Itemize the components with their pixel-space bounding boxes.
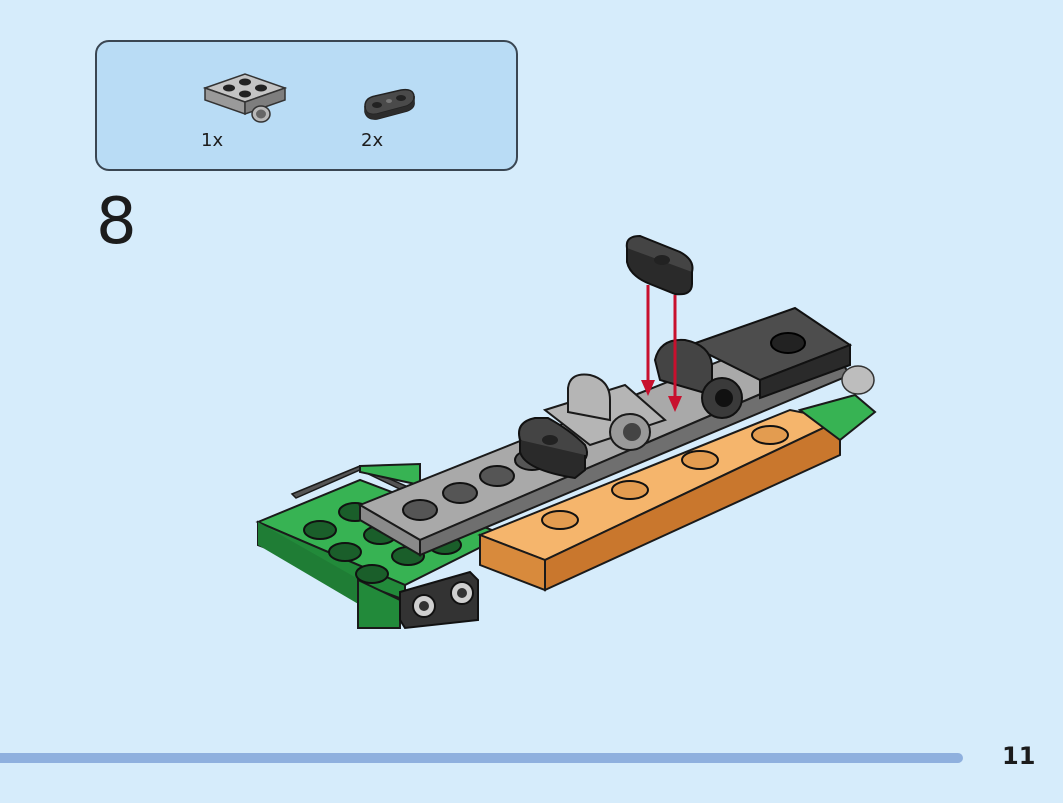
gray-plate-quantity: 1x xyxy=(201,130,224,151)
floating-black-rounded-plate xyxy=(625,234,694,296)
gray-plate-part-icon xyxy=(201,68,289,126)
black-technic-brick xyxy=(399,570,479,630)
black-rounded-plate-quantity: 2x xyxy=(361,130,384,151)
black-end-plate xyxy=(687,306,875,400)
orange-tile-row xyxy=(477,393,877,592)
parts-list-box: 1x 2x xyxy=(95,40,518,171)
gray-bar-clip xyxy=(542,373,667,451)
black-rounded-plate-part-icon xyxy=(359,86,419,126)
placed-black-rounded-plate xyxy=(518,417,588,480)
black-clip xyxy=(653,338,743,419)
page-number: 11 xyxy=(1002,742,1036,770)
red-arrows xyxy=(641,285,682,412)
progress-bar xyxy=(0,753,963,763)
step-number: 8 xyxy=(96,185,137,259)
model-illustration xyxy=(240,225,890,639)
